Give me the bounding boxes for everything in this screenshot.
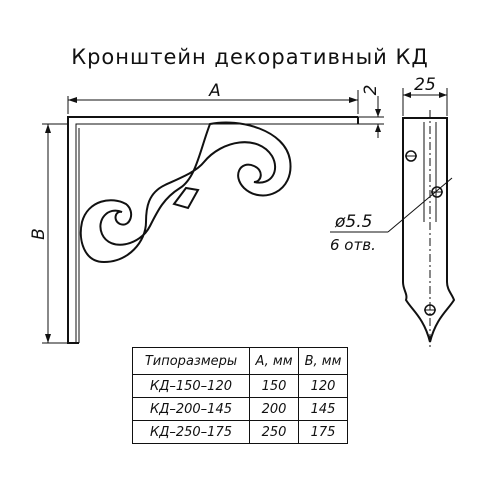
dimension-a-label: A	[208, 81, 221, 101]
header-sizes: Типоразмеры	[132, 347, 250, 375]
table-row: КД–250–175 250 175	[132, 420, 348, 444]
dimension-b-label: B	[29, 228, 49, 240]
hole-diameter-label: ø5.5	[334, 212, 372, 232]
cell-model: КД–250–175	[132, 420, 250, 444]
bracket-front-view	[67, 116, 359, 344]
dimension-thickness: 2	[358, 85, 384, 138]
cell-model: КД–200–145	[132, 397, 250, 421]
cell-b: 175	[298, 420, 348, 444]
dimension-thickness-label: 2	[361, 85, 381, 96]
drawing-title: Кронштейн декоративный КД	[71, 45, 429, 69]
table-row: КД–150–120 150 120	[132, 374, 348, 398]
dimension-width: 25	[402, 75, 448, 116]
cell-a: 250	[249, 420, 299, 444]
cell-b: 120	[298, 374, 348, 398]
header-b: B, мм	[298, 347, 348, 375]
size-table: Типоразмеры A, мм B, мм КД–150–120 150 1…	[132, 347, 348, 444]
decorative-scroll	[79, 121, 292, 264]
hole-callout: ø5.5 6 отв.	[330, 177, 453, 254]
dimension-width-label: 25	[414, 75, 436, 95]
hole-count-label: 6 отв.	[330, 236, 376, 254]
table-header-row: Типоразмеры A, мм B, мм	[132, 347, 348, 375]
diamond-cutout	[172, 186, 200, 210]
cell-model: КД–150–120	[132, 374, 250, 398]
table-row: КД–200–145 200 145	[132, 397, 348, 421]
cell-a: 200	[249, 397, 299, 421]
header-a: A, мм	[249, 347, 299, 375]
dimension-b: B	[29, 123, 68, 344]
cell-b: 145	[298, 397, 348, 421]
cell-a: 150	[249, 374, 299, 398]
dimension-a: A	[67, 81, 359, 114]
bracket-side-view	[402, 110, 456, 350]
